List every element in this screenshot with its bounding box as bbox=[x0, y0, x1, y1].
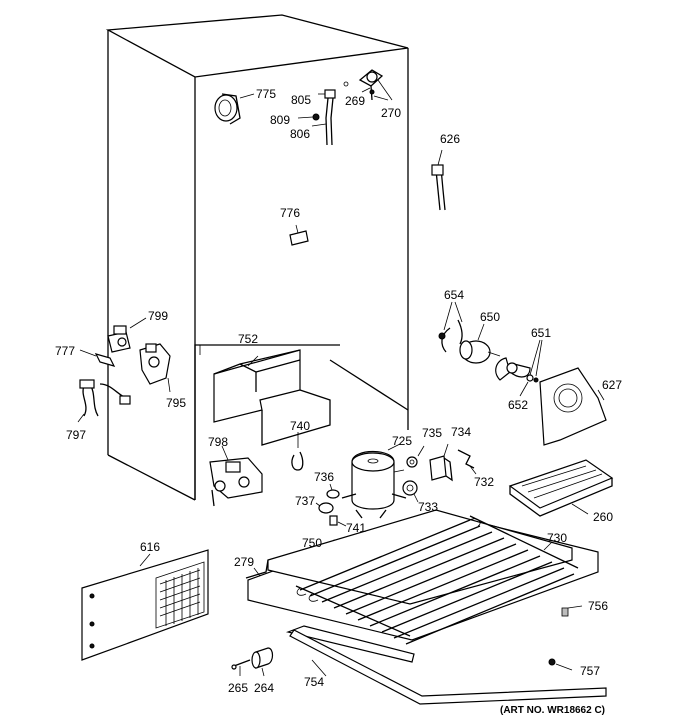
part-732-clip bbox=[457, 449, 477, 475]
label-260: 260 bbox=[593, 510, 613, 524]
label-626: 626 bbox=[440, 132, 460, 146]
label-806: 806 bbox=[290, 127, 310, 141]
part-651-fan-blade bbox=[495, 339, 543, 397]
part-757-screw bbox=[548, 658, 573, 671]
part-741-sleeve bbox=[329, 515, 347, 527]
part-754-rail bbox=[285, 625, 607, 705]
part-752-cover bbox=[213, 349, 331, 446]
cabinet-body bbox=[105, 14, 409, 501]
part-799-valve bbox=[107, 317, 147, 353]
label-737: 737 bbox=[295, 494, 315, 508]
part-labels: 775 805 809 806 269 270 626 776 654 650 … bbox=[55, 87, 622, 695]
label-279: 279 bbox=[234, 555, 254, 569]
label-750: 750 bbox=[302, 536, 322, 550]
label-734: 734 bbox=[451, 425, 471, 439]
part-650-fan-motor bbox=[459, 323, 501, 364]
label-741: 741 bbox=[346, 521, 366, 535]
part-740-clip bbox=[291, 432, 304, 471]
label-650: 650 bbox=[480, 310, 500, 324]
part-795-valve bbox=[139, 343, 171, 393]
label-654: 654 bbox=[444, 288, 464, 302]
label-798: 798 bbox=[208, 435, 228, 449]
label-756: 756 bbox=[588, 599, 608, 613]
part-776-block bbox=[289, 224, 309, 246]
label-754: 754 bbox=[304, 675, 324, 689]
label-627: 627 bbox=[602, 378, 622, 392]
label-269: 269 bbox=[345, 94, 365, 108]
label-777: 777 bbox=[55, 344, 75, 358]
label-740: 740 bbox=[290, 419, 310, 433]
part-260-drain-pan bbox=[508, 459, 614, 517]
part-734-relay bbox=[429, 443, 453, 482]
label-775: 775 bbox=[256, 87, 276, 101]
part-737-grommet bbox=[315, 502, 334, 514]
label-797: 797 bbox=[66, 428, 86, 442]
part-265-screw bbox=[231, 659, 251, 676]
label-752: 752 bbox=[238, 332, 258, 346]
part-798-valve bbox=[209, 445, 263, 507]
part-735-grommet bbox=[406, 445, 425, 468]
label-799: 799 bbox=[148, 309, 168, 323]
label-652: 652 bbox=[508, 398, 528, 412]
part-756-screw bbox=[561, 605, 583, 617]
part-654-brackets bbox=[438, 301, 463, 353]
label-757: 757 bbox=[580, 664, 600, 678]
art-number: (ART NO. WR18662 C) bbox=[500, 705, 605, 716]
label-795: 795 bbox=[166, 396, 186, 410]
label-776: 776 bbox=[280, 206, 300, 220]
part-777-bracket bbox=[79, 349, 116, 367]
label-270: 270 bbox=[381, 106, 401, 120]
label-805: 805 bbox=[291, 93, 311, 107]
label-733: 733 bbox=[418, 500, 438, 514]
label-732: 732 bbox=[474, 475, 494, 489]
part-733-overload bbox=[402, 480, 419, 503]
label-809: 809 bbox=[270, 113, 290, 127]
part-730-condenser bbox=[295, 515, 579, 645]
label-616: 616 bbox=[140, 540, 160, 554]
part-279-base-frame bbox=[245, 509, 599, 641]
part-627-fan-shroud bbox=[539, 367, 607, 446]
part-736-grommet bbox=[326, 483, 340, 499]
label-651: 651 bbox=[531, 326, 551, 340]
part-775-control bbox=[214, 93, 255, 125]
part-805-tube bbox=[297, 89, 336, 146]
part-626-cord bbox=[431, 149, 446, 211]
part-797-harness bbox=[77, 379, 131, 423]
label-736: 736 bbox=[314, 470, 334, 484]
part-616-access-cover bbox=[81, 549, 209, 661]
label-730: 730 bbox=[547, 531, 567, 545]
label-725: 725 bbox=[392, 434, 412, 448]
part-264-bushing bbox=[251, 647, 274, 677]
label-735: 735 bbox=[422, 426, 442, 440]
label-264: 264 bbox=[254, 681, 274, 695]
label-265: 265 bbox=[228, 681, 248, 695]
part-269-damper bbox=[343, 69, 393, 101]
part-725-compressor bbox=[341, 443, 407, 519]
